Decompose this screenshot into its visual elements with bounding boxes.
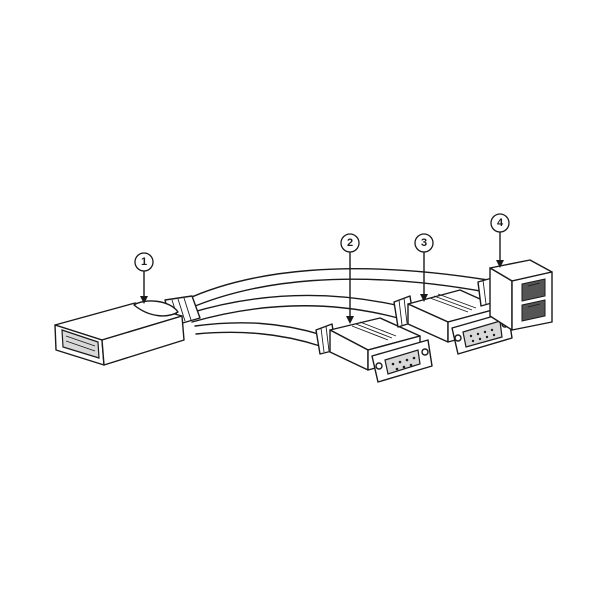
callout-2: 2 (340, 233, 360, 253)
vga-connector (393, 289, 513, 355)
db9-connector (315, 317, 433, 383)
callout-1-label: 1 (141, 256, 147, 268)
cable-bundle (184, 268, 489, 347)
callout-arrowheads (140, 260, 504, 324)
callout-2-label: 2 (347, 237, 353, 249)
rj45-connector (477, 259, 553, 331)
callout-4-label: 4 (497, 217, 504, 229)
callout-3: 3 (414, 233, 434, 253)
main-connector (54, 295, 201, 366)
callout-4: 4 (490, 213, 510, 233)
callout-3-label: 3 (421, 237, 427, 249)
callout-1: 1 (134, 252, 154, 272)
